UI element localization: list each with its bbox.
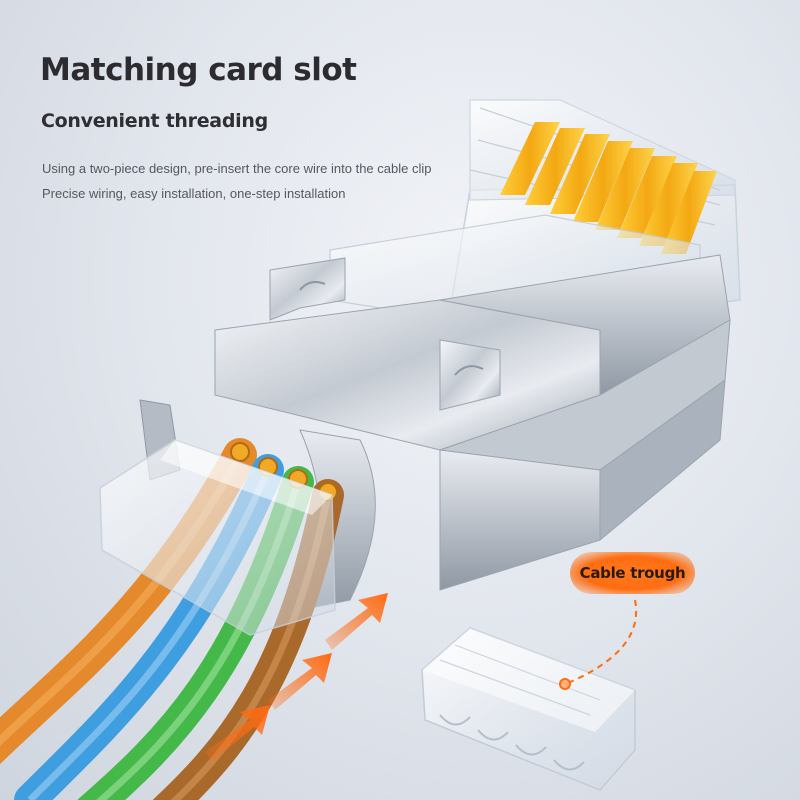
page-subtitle: Convenient threading	[41, 110, 268, 132]
description-line-2: Precise wiring, easy installation, one-s…	[42, 186, 346, 201]
callout-leader	[567, 599, 638, 684]
arrow-right-up-icon	[268, 653, 332, 710]
description-line-1: Using a two-piece design, pre-insert the…	[42, 161, 432, 176]
arrow-right-up-icon	[205, 705, 270, 762]
rj45-connector-icon	[139, 99, 741, 611]
cable-trough-callout: Cable trough	[570, 552, 695, 594]
insertion-arrows	[205, 593, 388, 762]
cable-clip-icon	[99, 439, 336, 636]
callout-target-dot	[559, 678, 571, 690]
page-title: Matching card slot	[40, 52, 357, 88]
arrow-right-up-icon	[325, 593, 388, 650]
gold-contacts	[500, 122, 717, 254]
cable-trough-clip	[421, 627, 636, 791]
callout-label: Cable trough	[579, 564, 686, 582]
